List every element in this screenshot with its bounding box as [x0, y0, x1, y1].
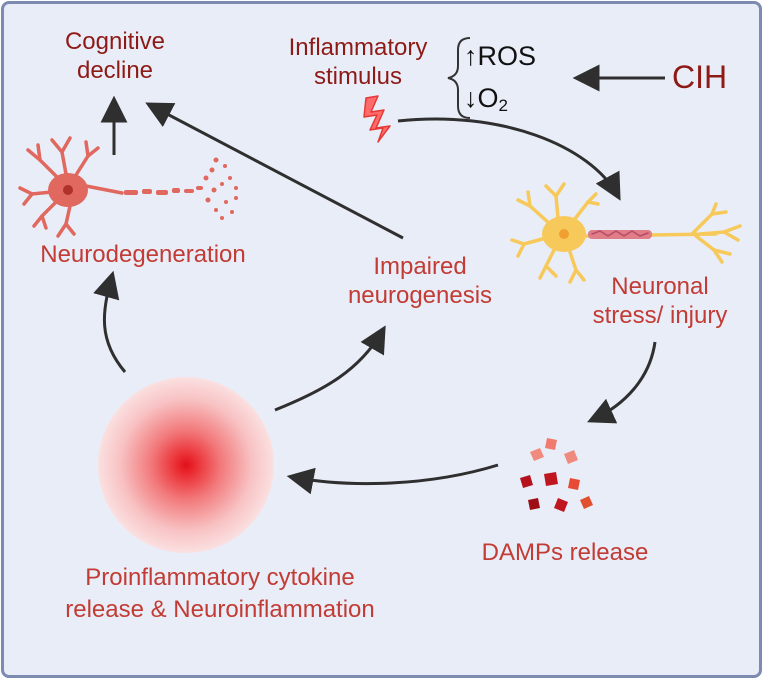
impaired-neurogenesis-label: Impaired neurogenesis	[347, 253, 493, 309]
arrow-stimulus-to-neuronal-stress	[397, 117, 621, 201]
arrow-cytokine-to-neurogenesis	[274, 325, 386, 412]
ros-label: ↑ROS	[464, 41, 537, 71]
damps-release-label: DAMPs release	[481, 539, 649, 566]
cih-label: CIH	[672, 59, 728, 95]
arrow-neurogenesis-to-cognitive	[145, 102, 404, 240]
inflammatory-stimulus-label: Inflammatory stimulus	[288, 34, 428, 90]
damaged-neuron-icon	[18, 136, 238, 238]
arrow-cytokine-to-neurodegeneration	[93, 270, 127, 373]
arrow-damps-to-cytokine	[286, 463, 499, 495]
inflammation-glow-icon	[98, 377, 274, 553]
damps-fragments-icon	[520, 438, 593, 512]
neurodegeneration-label: Neurodegeneration	[40, 241, 246, 268]
arrow-neuronal-stress-to-damps	[587, 341, 657, 424]
oxygen-label: ↓O2	[464, 83, 508, 115]
cognitive-decline-label: Cognitive decline	[64, 28, 166, 84]
lightning-bolt-icon	[363, 95, 391, 143]
stressed-neuron-icon	[510, 182, 742, 284]
cytokine-release-label: Proinflammatory cytokine release & Neuro…	[65, 564, 375, 623]
brace-shape	[447, 37, 471, 119]
neuronal-stress-label: Neuronal stress/ injury	[592, 273, 728, 329]
